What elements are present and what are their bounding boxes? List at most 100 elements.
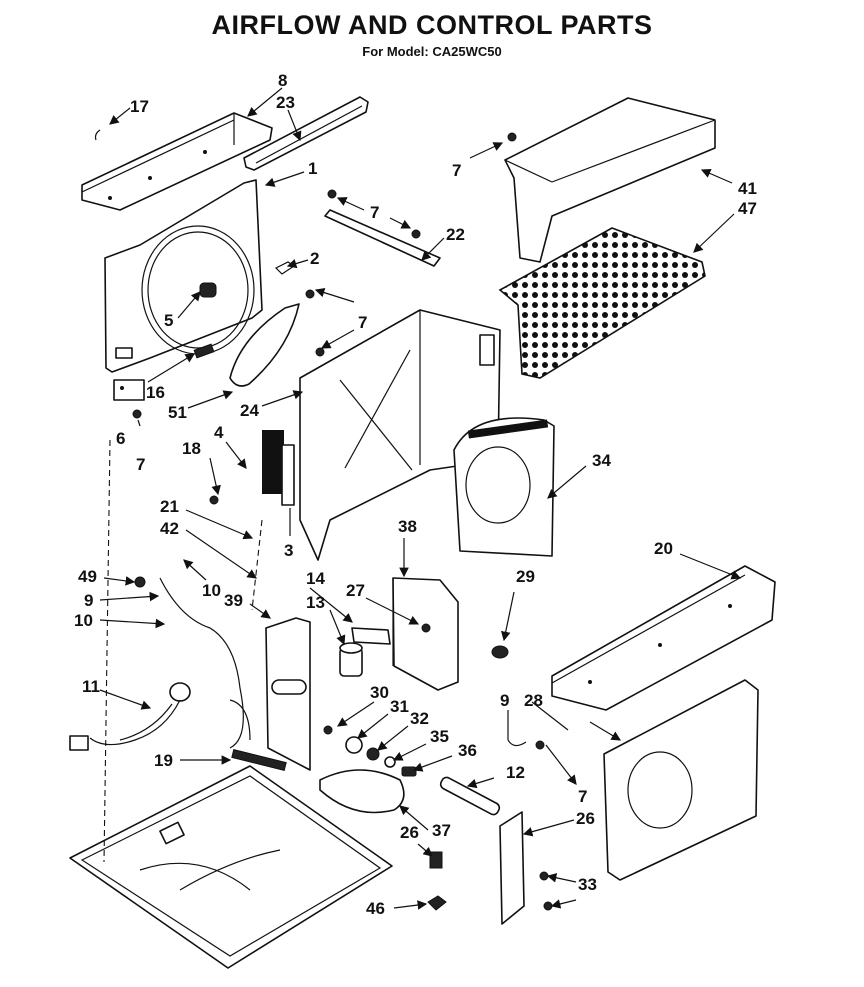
callout-38: 38 [398,517,417,536]
screw-icon [411,229,421,239]
screw-icon [535,740,545,750]
screw-icon [421,623,431,633]
callout-1: 1 [308,159,317,178]
callout-37: 37 [432,821,451,840]
callout-12: 12 [506,763,525,782]
part-terminal-strip [231,748,287,772]
callout-20: 26 [576,809,595,828]
part-air-deflector [229,303,300,387]
callout-21: 22 [446,225,465,244]
callout-22: 21 [160,497,179,516]
callout-9-a: 9 [84,591,93,610]
part-knob [491,645,509,659]
part-capacitor [339,642,363,677]
part-blower-housing [299,309,501,561]
part-base-pan [69,765,393,969]
callout-7-b: 7 [370,203,379,222]
callout-2: 2 [310,249,319,268]
screw-icon [315,347,325,357]
callout-34: 34 [592,451,611,470]
callout-42: 42 [160,519,179,538]
callout-32: 32 [410,709,429,728]
callout-8: 8 [278,71,287,90]
diagram-title: AIRFLOW AND CONTROL PARTS [211,10,653,40]
part-power-cord [69,682,191,751]
callout-51: 51 [168,403,187,422]
callout-46: 46 [366,899,385,918]
leader-lines [99,87,742,910]
part-front-rail [551,565,776,711]
part-clip [94,129,101,141]
part-seal-strip [243,96,369,171]
wire-icon [229,699,251,741]
callout-13: 13 [306,593,325,612]
part-washer [134,576,146,588]
model-subtitle: For Model: CA25WC50 [362,44,502,59]
part-mounting-plate [499,811,525,925]
part-top-rail [81,112,273,211]
callout-31: 31 [390,697,409,716]
part-fastener [427,895,447,911]
part-control-bracket [392,577,459,691]
part-air-filter [498,227,706,379]
callout-26: 26 [400,823,419,842]
part-wire-harness-37 [319,769,405,814]
callout-11: 11 [82,677,100,696]
part-control-panel [265,617,311,771]
callout-10-a: 10 [202,581,221,600]
alignment-line [251,519,263,611]
callout-7-c: 7 [358,313,367,332]
part-capacitor-strap [351,627,391,645]
part-motor-mount [324,209,441,267]
callout-6: 6 [116,429,125,448]
part-switch-hardware [323,725,417,777]
screw-icon [209,495,219,505]
callout-7-d: 7 [136,455,145,474]
part-front-panel [603,679,759,881]
alignment-line [103,439,111,863]
callout-47: 47 [738,199,757,218]
callout-9-b: 9 [500,691,509,710]
callout-24: 24 [240,401,259,420]
callout-14: 14 [306,569,325,588]
callout-3: 3 [284,541,293,560]
part-fan-shroud [104,179,263,373]
part-bracket [113,379,145,401]
callout-41: 41 [738,179,757,198]
callout-15: 16 [146,383,165,402]
callout-19: 20 [654,539,673,558]
callout-23: 23 [276,93,295,112]
callout-17: 17 [130,97,149,116]
part-spacer [193,343,215,359]
callout-labels: 17 8 23 1 7 7 22 41 47 2 7 5 16 51 24 6 … [74,71,757,918]
part-screw [132,409,142,419]
callout-27: 27 [346,581,365,600]
callout-30: 30 [370,683,389,702]
callout-33-a: 33 [578,875,597,894]
callout-35: 35 [430,727,449,746]
callout-28: 28 [524,691,543,710]
part-thermostat [439,776,501,816]
callout-18: 19 [154,751,173,770]
callout-7-e: 7 [578,787,587,806]
part-relay [429,851,443,869]
callout-29: 29 [516,567,535,586]
screw-icon [507,132,517,142]
part-top-cover [504,97,716,263]
callout-5: 5 [164,311,173,330]
callout-36: 36 [458,741,477,760]
callout-49: 49 [78,567,97,586]
part-control-grille [262,430,295,506]
callout-7-a: 7 [452,161,461,180]
callout-10-b: 10 [74,611,93,630]
screw-icon [327,189,337,199]
part-clamp [274,261,296,275]
screw-icon [543,901,553,911]
screw-icon [305,289,315,299]
part-nut [199,282,217,298]
callout-4: 4 [214,423,224,442]
callout-16: 18 [182,439,201,458]
callout-39: 39 [224,591,243,610]
part-scroll-housing [453,417,555,557]
